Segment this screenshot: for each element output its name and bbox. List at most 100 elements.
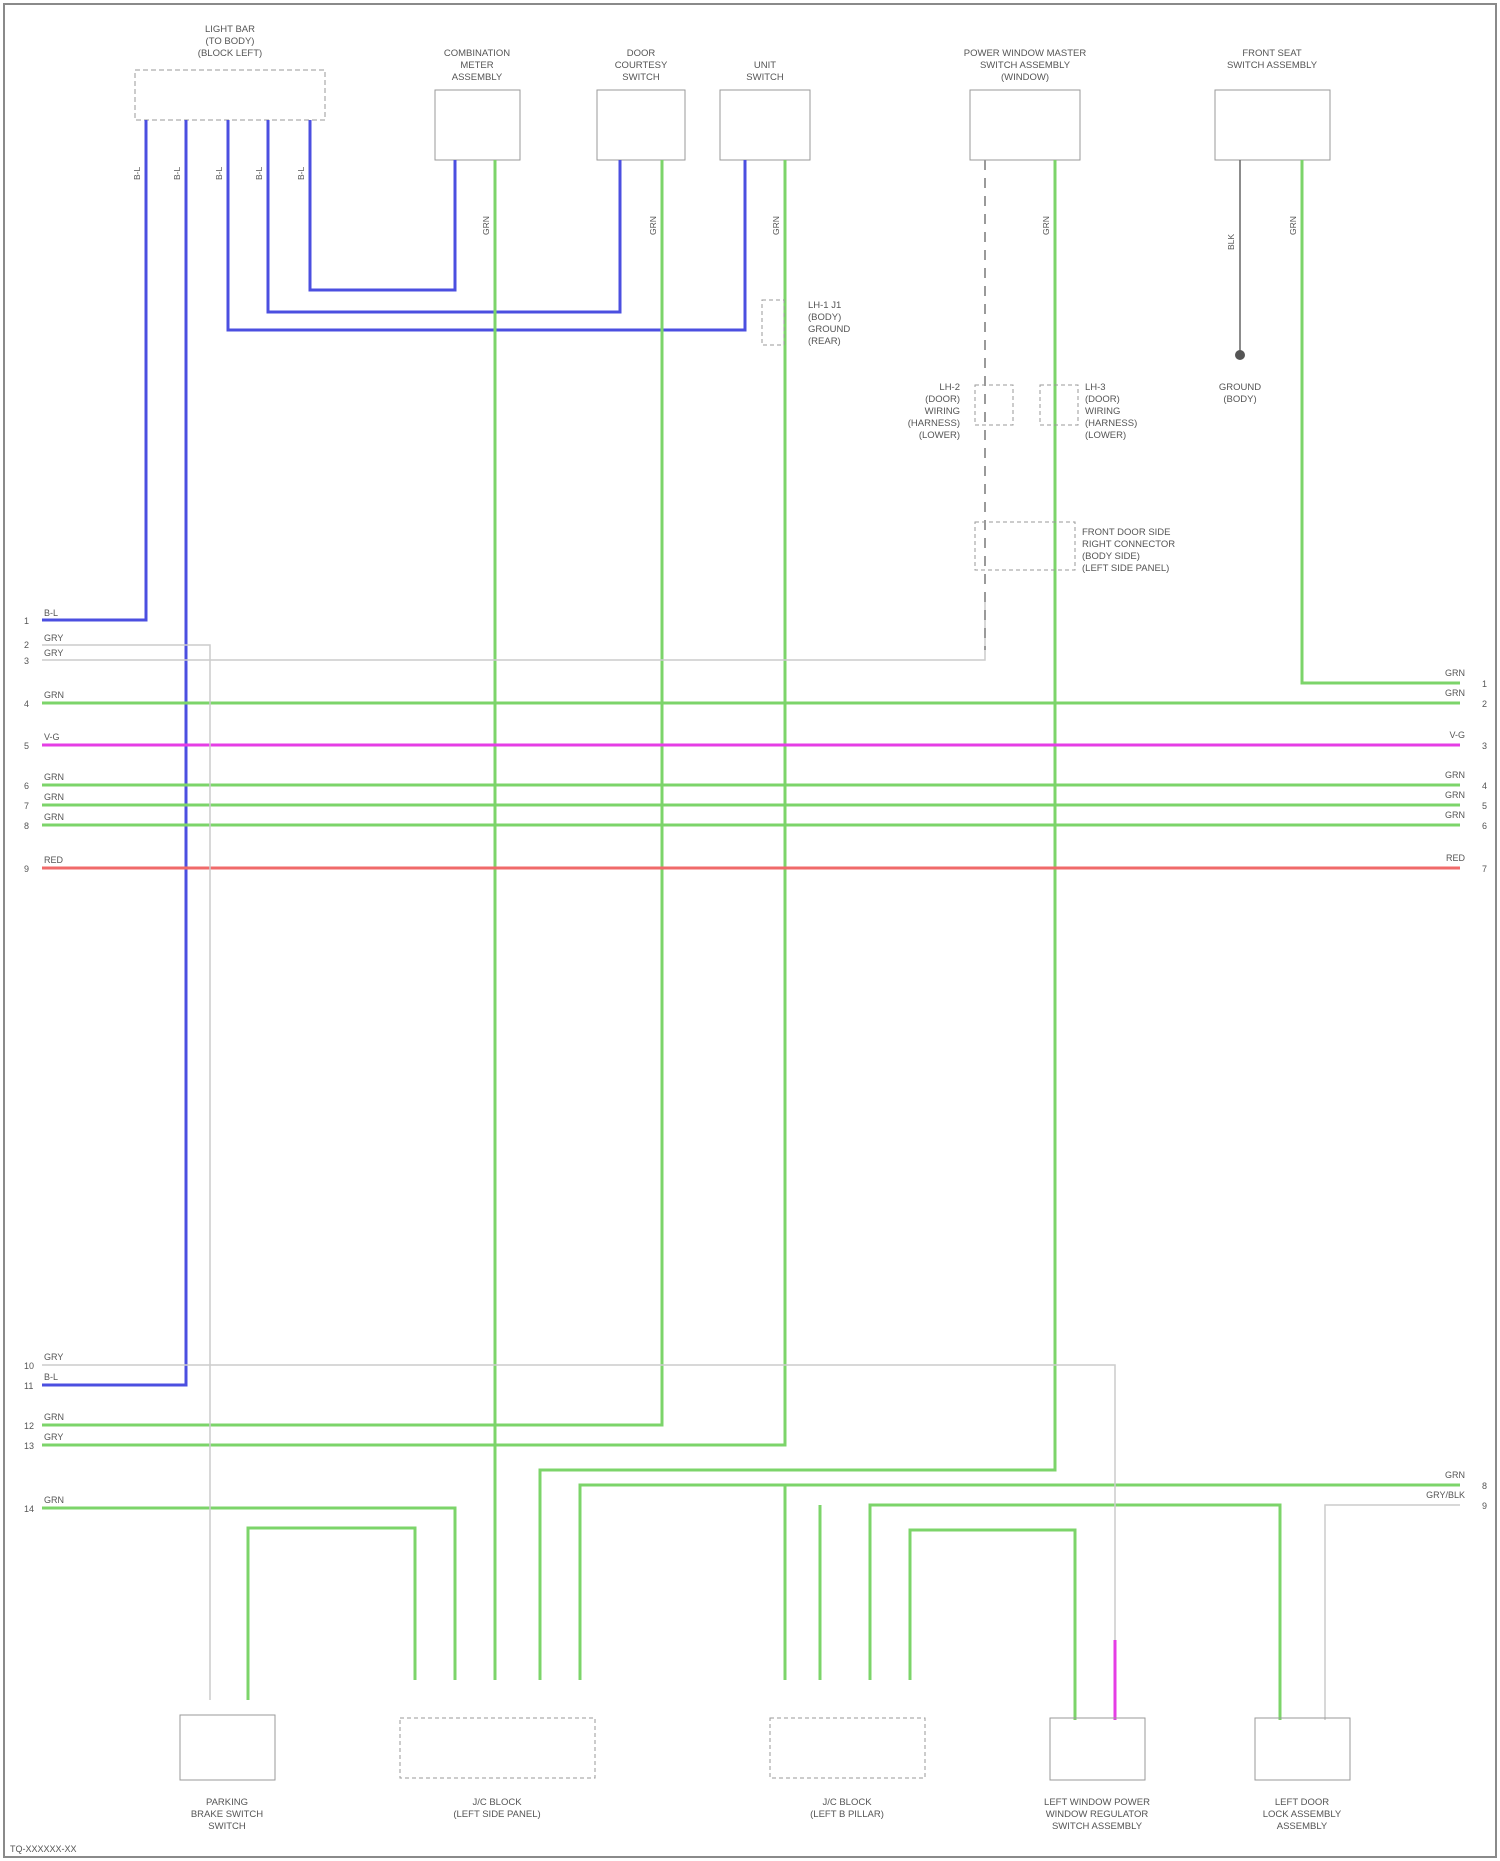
window-regulator-switch: LEFT WINDOW POWER WINDOW REGULATOR SWITC… [1044,1718,1150,1832]
top-pin-labels: B-L B-L B-L B-L B-L GRN GRN GRN GRN GRN … [132,167,1298,251]
junction-a-label-4: (REAR) [808,336,841,347]
window-regulator-label-2: WINDOW REGULATOR [1046,1809,1149,1820]
right-row-label: GRN [1445,668,1465,678]
wire-green-courtesy [42,160,662,1425]
wire-blue-4 [268,120,620,312]
pin-label-blue-1: B-L [132,167,142,181]
right-row-num: 2 [1482,699,1487,709]
panel-connector-2-label-2: (LEFT B PILLAR) [810,1809,884,1820]
junction-b-label-2: (DOOR) [925,394,960,405]
panel-connector-1-label-2: (LEFT SIDE PANEL) [453,1809,540,1820]
right-row-label: GRY/BLK [1426,1490,1465,1500]
left-row-num: 13 [24,1441,34,1451]
ground-point: GROUND (BODY) [1219,350,1261,405]
wire-green-right-1 [580,1485,1460,1680]
junction-b-label-1: LH-2 [939,382,960,393]
wire-green-right-4 [910,1530,1075,1720]
door-lock-label-3: ASSEMBLY [1277,1821,1328,1832]
left-row-label: GRN [44,1495,64,1505]
junction-d-label-1: FRONT DOOR SIDE [1082,527,1171,538]
junction-b-label-4: (HARNESS) [908,418,960,429]
footer-code: TQ-XXXXXX-XX [10,1844,77,1854]
junction-a-label-2: (BODY) [808,312,841,323]
door-lock-assembly: LEFT DOOR LOCK ASSEMBLY ASSEMBLY [1255,1718,1350,1832]
brake-switch-label-2: BRAKE SWITCH [191,1809,263,1820]
left-row-num: 3 [24,656,29,666]
wire-gray-1 [42,600,985,660]
right-row-num: 3 [1482,741,1487,751]
right-row-label: GRN [1445,770,1465,780]
top-left-connector-label-2: (TO BODY) [206,36,255,47]
junction-d-label-4: (LEFT SIDE PANEL) [1082,563,1169,574]
junction-c-label-3: WIRING [1085,406,1120,417]
junction-d-label-3: (BODY SIDE) [1082,551,1140,562]
pin-label-green-courtesy: GRN [648,216,658,235]
right-row-labels: GRN 1 GRN 2 V-G 3 GRN 4 GRN 5 GRN 6 RED … [1426,668,1487,1511]
pin-label-green-window: GRN [1041,216,1051,235]
junction-d-label-2: RIGHT CONNECTOR [1082,539,1175,550]
combination-meter-label-1: COMBINATION [444,48,510,59]
panel-connector-1-label-1: J/C BLOCK [472,1797,522,1808]
right-row-num: 9 [1482,1501,1487,1511]
top-left-connector-label-3: (BLOCK LEFT) [198,48,262,59]
left-row-label: V-G [44,732,60,742]
left-row-num: 2 [24,640,29,650]
junction-b: LH-2 (DOOR) WIRING (HARNESS) (LOWER) [908,382,1013,441]
power-window-master-label-2: SWITCH ASSEMBLY [980,60,1071,71]
junction-b-label-5: (LOWER) [919,430,960,441]
ground-point-label-2: (BODY) [1223,394,1256,405]
right-row-label: GRN [1445,1470,1465,1480]
left-row-num: 10 [24,1361,34,1371]
right-row-num: 4 [1482,781,1487,791]
right-row-num: 6 [1482,821,1487,831]
front-seat-switch-label-1: FRONT SEAT [1242,48,1301,59]
left-row-label: RED [44,855,64,865]
pin-label-blue-3: B-L [214,167,224,181]
door-lock-label-2: LOCK ASSEMBLY [1263,1809,1342,1820]
left-row-label: GRY [44,648,63,658]
pin-label-blue-2: B-L [172,167,182,181]
junction-c-label-5: (LOWER) [1085,430,1126,441]
junction-c-label-1: LH-3 [1085,382,1106,393]
wire-blue-2 [42,120,186,1385]
parking-brake-switch: PARKING BRAKE SWITCH SWITCH [180,1715,275,1832]
left-row-num: 14 [24,1504,34,1514]
left-row-num: 6 [24,781,29,791]
combination-meter-label-2: METER [460,60,493,71]
unit-switch: UNIT SWITCH [720,60,810,160]
left-row-label: GRN [44,812,64,822]
top-left-connector: LIGHT BAR (TO BODY) (BLOCK LEFT) [135,24,325,120]
door-lock-label-1: LEFT DOOR [1275,1797,1329,1808]
wire-green-unit [42,160,785,1445]
right-row-num: 1 [1482,679,1487,689]
left-row-label: GRN [44,772,64,782]
left-row-num: 1 [24,616,29,626]
junction-c-label-2: (DOOR) [1085,394,1120,405]
power-window-master-label-1: POWER WINDOW MASTER [964,48,1087,59]
front-seat-switch: FRONT SEAT SWITCH ASSEMBLY [1215,48,1330,160]
pin-label-green-unit: GRN [771,216,781,235]
pin-label-black-seat: BLK [1226,234,1236,250]
right-row-num: 8 [1482,1481,1487,1491]
wire-green-window [540,160,1055,1680]
pin-label-blue-5: B-L [296,167,306,181]
window-regulator-label-1: LEFT WINDOW POWER [1044,1797,1150,1808]
brake-switch-label-1: PARKING [206,1797,248,1808]
left-row-label: GRN [44,1412,64,1422]
power-window-master-switch: POWER WINDOW MASTER SWITCH ASSEMBLY (WIN… [964,48,1087,160]
left-row-num: 11 [24,1381,33,1391]
junction-a-label-1: LH-1 J1 [808,300,841,311]
wire-gray-4 [1325,1505,1460,1720]
door-courtesy-label-1: DOOR [627,48,656,59]
panel-connector-2: J/C BLOCK (LEFT B PILLAR) [770,1718,925,1820]
junction-d: FRONT DOOR SIDE RIGHT CONNECTOR (BODY SI… [975,522,1175,574]
combination-meter: COMBINATION METER ASSEMBLY [435,48,520,160]
wire-blue-5 [310,120,455,290]
door-courtesy-label-3: SWITCH [622,72,660,83]
left-row-label: GRY [44,633,63,643]
front-seat-switch-label-2: SWITCH ASSEMBLY [1227,60,1318,71]
panel-connector-2-label-1: J/C BLOCK [822,1797,872,1808]
junction-c-label-4: (HARNESS) [1085,418,1137,429]
left-row-label: GRY [44,1432,63,1442]
